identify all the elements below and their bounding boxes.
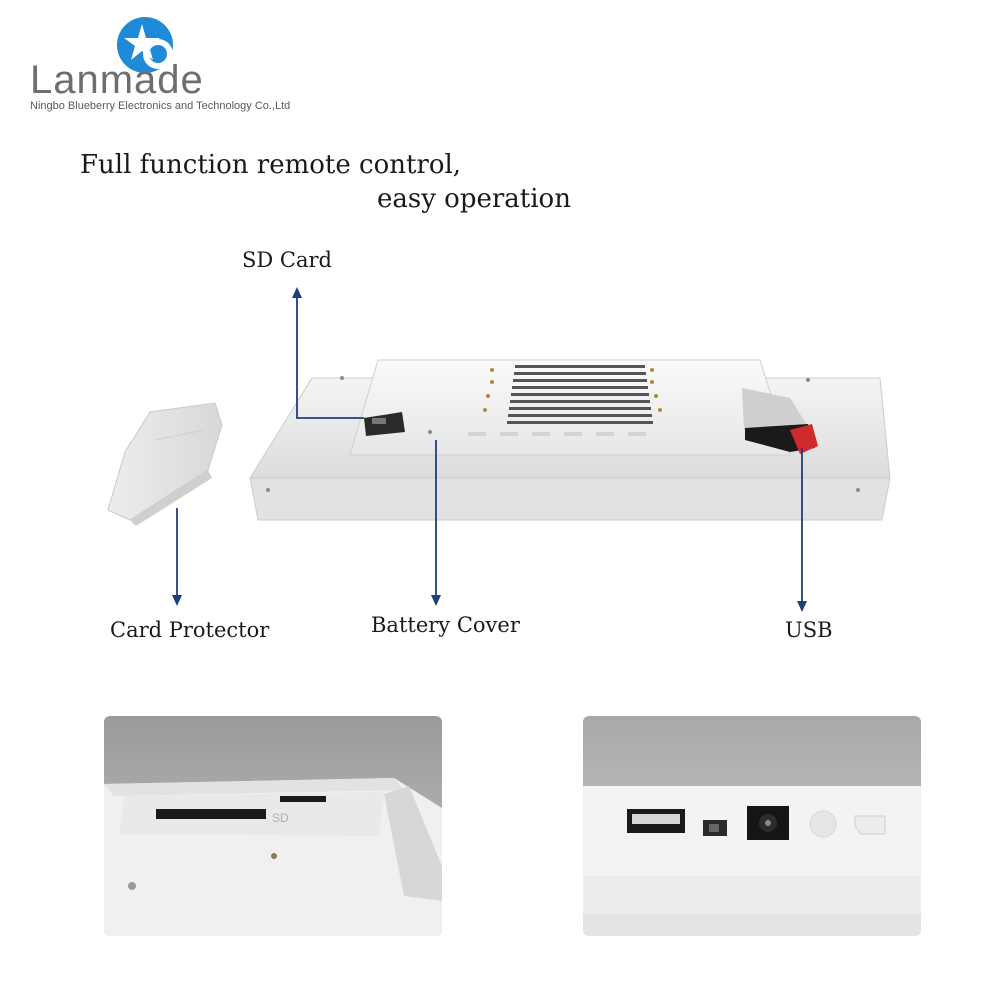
product-back-illustration — [107, 287, 891, 612]
sd-slot-marking: SD — [272, 811, 289, 825]
mini-usb-port-icon — [854, 815, 886, 835]
arrow-card-protector — [172, 508, 182, 606]
detail-sd-slot-photo: SD — [104, 716, 442, 936]
heading-line-2: easy operation — [377, 184, 571, 214]
brand-subtitle: Ningbo Blueberry Electronics and Technol… — [30, 100, 291, 112]
arrow-battery-cover — [431, 440, 441, 606]
device-body — [249, 359, 891, 521]
card-protector — [107, 402, 223, 526]
label-card-protector: Card Protector — [110, 618, 270, 642]
vent-grille — [507, 365, 653, 424]
brand-name: Lanmade — [30, 58, 204, 102]
switch-icon — [703, 820, 727, 836]
arrow-sd-card — [292, 287, 364, 419]
usb-port-icon — [627, 809, 685, 833]
label-usb: USB — [785, 618, 833, 642]
heading-line-1: Full function remote control, — [80, 150, 462, 180]
detail-ports-photo — [583, 716, 921, 936]
dc-power-jack-icon — [747, 806, 789, 840]
label-sd-card: SD Card — [242, 248, 332, 272]
ir-receiver-icon — [809, 810, 837, 838]
label-battery-cover: Battery Cover — [371, 613, 520, 637]
arrow-usb — [797, 448, 807, 612]
brand-logo-icon — [117, 17, 173, 73]
